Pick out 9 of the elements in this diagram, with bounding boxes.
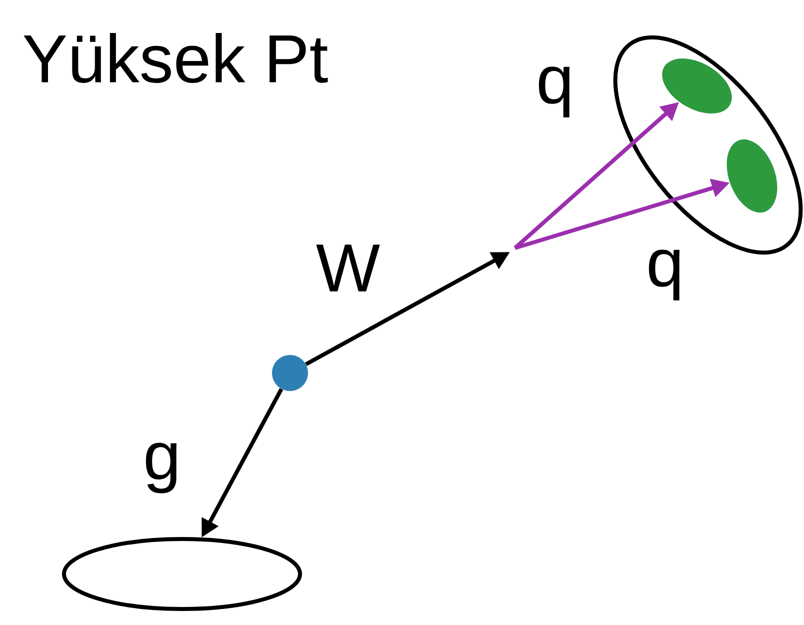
edge-label: q [648,250,680,300]
vertex-dot [272,355,308,391]
edge-label: g [146,442,177,494]
jet-blob [726,139,778,213]
jet-blob [662,58,732,114]
edge-label: q [538,66,570,118]
edge-label: W [316,244,380,292]
title: Yüksek Pt [24,33,328,83]
jet-ellipse [62,537,302,611]
